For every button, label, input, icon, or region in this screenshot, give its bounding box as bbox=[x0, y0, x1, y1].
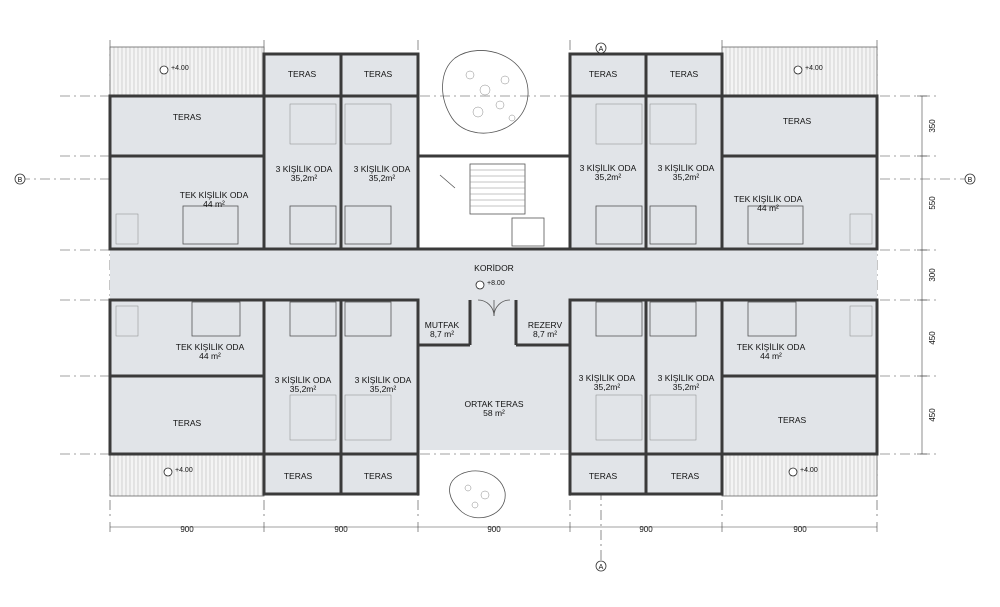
label-teras-lower-right: TERAS bbox=[778, 415, 807, 425]
dim-h-1: 900 bbox=[180, 525, 194, 534]
axis-markers: B B A A bbox=[14, 42, 976, 572]
label-teras-upper-left: TERAS bbox=[173, 112, 202, 122]
label-teras-top-3: TERAS bbox=[589, 69, 618, 79]
label-ortak-teras: ORTAK TERAS bbox=[464, 399, 523, 409]
label-koridor: KORİDOR bbox=[474, 263, 514, 273]
area-uc-kisilik-1: 35,2m² bbox=[291, 173, 318, 183]
label-teras-bottom-2: TERAS bbox=[364, 471, 393, 481]
area-uc-kisilik-4: 35,2m² bbox=[673, 172, 700, 182]
label-uc-kisilik-7: 3 KİŞİLİK ODA bbox=[579, 373, 636, 383]
stair-core bbox=[439, 163, 545, 247]
dimension-labels: 900 900 900 900 900 350 550 300 450 450 bbox=[180, 119, 937, 534]
area-uc-kisilik-5: 35,2m² bbox=[290, 384, 317, 394]
label-tek-kisilik-bl: TEK KİŞİLİK ODA bbox=[176, 342, 245, 352]
label-uc-kisilik-1: 3 KİŞİLİK ODA bbox=[276, 164, 333, 174]
dim-v-3: 300 bbox=[928, 268, 937, 282]
label-uc-kisilik-6: 3 KİŞİLİK ODA bbox=[355, 375, 412, 385]
axis-b-right: B bbox=[968, 177, 973, 184]
label-rezerv: REZERV bbox=[528, 320, 563, 330]
axis-a-bottom: A bbox=[599, 564, 604, 571]
label-teras-lower-left: TERAS bbox=[173, 418, 202, 428]
axis-b-left: B bbox=[18, 177, 23, 184]
dim-v-2: 550 bbox=[928, 196, 937, 210]
label-uc-kisilik-2: 3 KİŞİLİK ODA bbox=[354, 164, 411, 174]
building-footprint bbox=[110, 54, 877, 494]
level-tl: +4.00 bbox=[171, 65, 189, 72]
dim-h-4: 900 bbox=[639, 525, 653, 534]
label-tek-kisilik-tr: TEK KİŞİLİK ODA bbox=[734, 194, 803, 204]
label-teras-top-4: TERAS bbox=[670, 69, 699, 79]
hatched-terraces bbox=[109, 46, 878, 497]
level-br: +4.00 bbox=[800, 467, 818, 474]
area-ortak-teras: 58 m² bbox=[483, 408, 505, 418]
label-teras-bottom-1: TERAS bbox=[284, 471, 313, 481]
label-teras-bottom-3: TERAS bbox=[589, 471, 618, 481]
area-uc-kisilik-8: 35,2m² bbox=[673, 382, 700, 392]
level-markers: +4.00 +4.00 +4.00 +4.00 +8.00 bbox=[159, 65, 823, 477]
level-tr: +4.00 bbox=[805, 65, 823, 72]
label-tek-kisilik-br: TEK KİŞİLİK ODA bbox=[737, 342, 806, 352]
area-uc-kisilik-6: 35,2m² bbox=[370, 384, 397, 394]
corridor-doors bbox=[477, 299, 511, 317]
label-mutfak: MUTFAK bbox=[425, 320, 460, 330]
interior-details bbox=[115, 103, 873, 441]
area-tek-kisilik-tr: 44 m² bbox=[757, 203, 779, 213]
label-teras-bottom-4: TERAS bbox=[671, 471, 700, 481]
level-bl: +4.00 bbox=[175, 467, 193, 474]
area-tek-kisilik-tl: 44 m² bbox=[203, 199, 225, 209]
dim-v-5: 450 bbox=[928, 408, 937, 422]
area-uc-kisilik-2: 35,2m² bbox=[369, 173, 396, 183]
dim-h-3: 900 bbox=[487, 525, 501, 534]
label-uc-kisilik-5: 3 KİŞİLİK ODA bbox=[275, 375, 332, 385]
label-tek-kisilik-tl: TEK KİŞİLİK ODA bbox=[180, 190, 249, 200]
area-uc-kisilik-3: 35,2m² bbox=[595, 172, 622, 182]
area-rezerv: 8,7 m² bbox=[533, 329, 557, 339]
label-uc-kisilik-3: 3 KİŞİLİK ODA bbox=[580, 163, 637, 173]
area-uc-kisilik-7: 35,2m² bbox=[594, 382, 621, 392]
area-tek-kisilik-bl: 44 m² bbox=[199, 351, 221, 361]
dim-v-1: 350 bbox=[928, 119, 937, 133]
label-uc-kisilik-8: 3 KİŞİLİK ODA bbox=[658, 373, 715, 383]
label-uc-kisilik-4: 3 KİŞİLİK ODA bbox=[658, 163, 715, 173]
landscape-trees bbox=[442, 50, 529, 519]
label-teras-upper-right: TERAS bbox=[783, 116, 812, 126]
room-labels: TERAS TERAS TERAS TERAS TERAS TERAS TEK … bbox=[173, 69, 812, 481]
walls bbox=[108, 52, 879, 496]
dim-h-2: 900 bbox=[334, 525, 348, 534]
level-corridor: +8.00 bbox=[487, 280, 505, 287]
area-tek-kisilik-br: 44 m² bbox=[760, 351, 782, 361]
dim-v-4: 450 bbox=[928, 331, 937, 345]
dim-h-5: 900 bbox=[793, 525, 807, 534]
label-teras-top-2: TERAS bbox=[364, 69, 393, 79]
dimension-lines bbox=[109, 95, 927, 532]
area-mutfak: 8,7 m² bbox=[430, 329, 454, 339]
axis-a-top: A bbox=[599, 46, 604, 53]
label-teras-top-1: TERAS bbox=[288, 69, 317, 79]
